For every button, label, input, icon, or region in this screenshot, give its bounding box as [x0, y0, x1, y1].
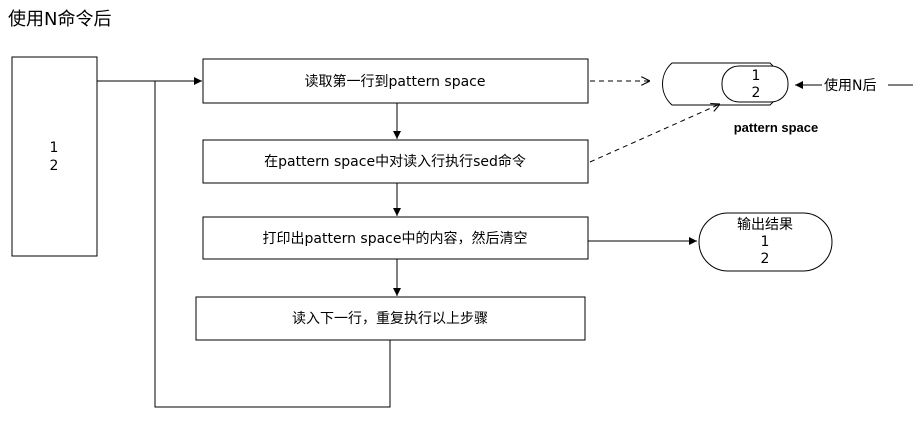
use-n-note: 使用N后 — [824, 77, 876, 94]
loop-back-line — [154, 81, 391, 408]
input-line-1: 1 — [50, 140, 59, 156]
step-box-read-next-line: 读入下一行，重复执行以上步骤 — [195, 296, 586, 341]
input-line-2: 2 — [50, 158, 59, 174]
step-label-1: 读取第一行到pattern space — [305, 73, 486, 90]
output-label: 输出结果 — [737, 217, 793, 233]
output-line-1: 1 — [761, 234, 770, 250]
step-label-4: 读入下一行，重复执行以上步骤 — [292, 310, 488, 327]
pattern-space-line-2: 2 — [752, 85, 761, 101]
input-file-box: 1 2 — [11, 56, 98, 257]
step-label-2: 在pattern space中对读入行执行sed命令 — [264, 153, 526, 170]
output-line-2: 2 — [761, 251, 770, 267]
page-title: 使用N命令后 — [8, 9, 112, 30]
pattern-space-capsule: 1 2 — [662, 62, 789, 106]
dashed-arrow-step2-to-pattern-space — [589, 104, 720, 163]
pattern-space-line-1: 1 — [752, 68, 761, 84]
step-label-3: 打印出pattern space中的内容，然后清空 — [263, 230, 528, 247]
step-box-execute-sed: 在pattern space中对读入行执行sed命令 — [202, 139, 589, 184]
step-box-print-and-clear: 打印出pattern space中的内容，然后清空 — [202, 216, 589, 260]
step-box-read-first-line: 读取第一行到pattern space — [202, 58, 589, 104]
output-capsule: 输出结果 1 2 — [698, 212, 833, 272]
pattern-space-label: pattern space — [734, 120, 819, 135]
